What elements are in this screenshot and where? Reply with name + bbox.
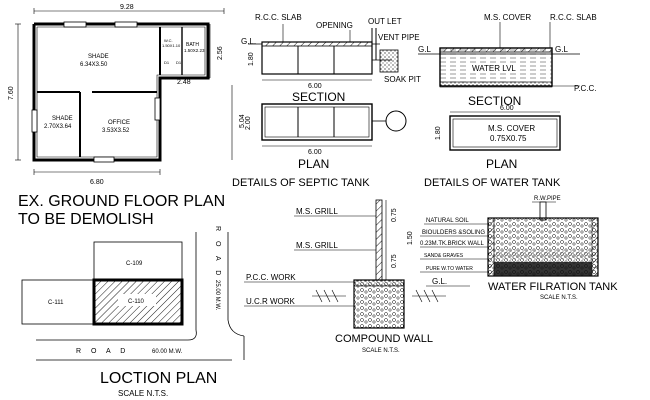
dim-right: 5.04 <box>239 114 246 128</box>
cw-ms-grill-2: M.S. GRILL <box>296 241 338 250</box>
office-size: 3.53X3.52 <box>102 128 130 134</box>
cw-ms-grill-1: M.S. GRILL <box>296 207 338 216</box>
septic-length: 6.00 <box>308 83 322 90</box>
wft-brick-wall: 0.23M.TK.BRICK WALL <box>420 241 484 247</box>
water-tank-section: M.S. COVER R.C.C. SLAB G.L G.L WATER LVL… <box>418 13 597 108</box>
septic-section-label: SECTION <box>292 90 345 104</box>
floor-plan-title-2: TO BE DEMOLISH <box>18 211 154 228</box>
wc-label: W.C. <box>164 38 173 43</box>
dim-top: 9.28 <box>120 4 134 11</box>
dim-left: 7.60 <box>8 86 15 100</box>
wft-scale: SCALE N.T.S. <box>540 295 578 301</box>
septic-tank-section: R.C.C. SLAB OPENING OUT LET VENT PIPE G.… <box>241 13 421 104</box>
cw-dim-b: 1.50 <box>407 231 414 245</box>
septic-plan-width: 2.00 <box>245 116 252 130</box>
wt-section-label: SECTION <box>468 94 521 108</box>
bath-label: BATH <box>186 42 199 48</box>
septic-plan-length: 6.00 <box>308 149 322 156</box>
wft-title: WATER FILRATION TANK <box>488 281 618 293</box>
location-plan: C-109 C-111 C-110 R O A D 25.00 M.W. R O… <box>21 226 245 398</box>
septic-tank-plan: 2.00 6.00 PLAN DETAILS OF SEPTIC TANK <box>232 103 407 189</box>
water-tank-plan: 6.00 1.80 M.S. COVER 0.75X0.75 PLAN DETA… <box>424 105 561 189</box>
cw-scale: SCALE N.T.S. <box>362 348 400 354</box>
wc-size: 1.50X1.10 <box>162 43 181 48</box>
septic-outlet: OUT LET <box>368 17 402 26</box>
wft-gl: G.L. <box>432 277 447 286</box>
septic-plan-label: PLAN <box>298 157 329 171</box>
location-plan-title: LOCTION PLAN <box>100 370 217 387</box>
wt-cover-label: M.S. COVER <box>488 124 535 133</box>
septic-depth: 1.80 <box>248 52 255 66</box>
ground-floor-plan: 9.28 7.60 5.04 2.56 2.48 6.80 SHADE 6.34… <box>8 4 246 186</box>
wt-plan-length: 6.00 <box>500 105 514 112</box>
shade2-size: 2.70X3.64 <box>44 124 72 130</box>
septic-gl: G.L. <box>241 37 256 46</box>
cw-dim-c: 0.75 <box>391 254 398 268</box>
septic-rcc-slab: R.C.C. SLAB <box>255 13 302 22</box>
water-filtration-tank: R.W.PIPE NATURAL SOIL BIOULDERS &SOLING … <box>420 196 618 301</box>
dim-bath-w: 2.48 <box>177 79 191 86</box>
septic-vent-pipe: VENT PIPE <box>378 33 420 42</box>
septic-opening: OPENING <box>316 21 353 30</box>
cw-dim-a: 0.75 <box>391 208 398 222</box>
wt-details-title: DETAILS OF WATER TANK <box>424 177 561 189</box>
floor-plan-title-1: EX. GROUND FLOOR PLAN <box>18 193 225 210</box>
wt-plan-label: PLAN <box>486 157 517 171</box>
road-vertical-width: 25.00 M.W. <box>214 280 220 311</box>
wft-rw-pipe: R.W.PIPE <box>534 196 561 202</box>
road-horizontal-label: R O A D <box>76 348 129 355</box>
plot-c109: C-109 <box>126 261 143 267</box>
door-d1-a: D1 <box>164 60 170 65</box>
bath-size: 1.50X2.23 <box>184 48 205 53</box>
plot-c111: C-111 <box>48 300 64 306</box>
road-vertical-label: R O A D <box>214 226 221 279</box>
shade1-size: 6.34X3.50 <box>80 62 108 68</box>
cw-pcc-work: P.C.C. WORK <box>246 273 296 282</box>
wt-plan-width: 1.80 <box>435 126 442 140</box>
wt-ms-cover: M.S. COVER <box>484 13 531 22</box>
office-label: OFFICE <box>108 120 130 126</box>
wt-rcc-slab: R.C.C. SLAB <box>550 13 597 22</box>
wt-gl-left: G.L <box>418 45 431 54</box>
plot-c110: C-110 <box>128 299 145 305</box>
wt-water-level: WATER LVL <box>472 64 516 73</box>
dim-bath-h: 2.56 <box>217 46 224 60</box>
wft-pure-water: PURE W.TO WATER <box>426 266 473 272</box>
cw-title: COMPOUND WALL <box>335 333 433 345</box>
wt-cover-size: 0.75X0.75 <box>490 134 527 143</box>
compound-wall-detail: M.S. GRILL M.S. GRILL 0.75 1.50 0.75 P.C… <box>244 199 446 354</box>
shade2-label: SHADE <box>52 116 73 122</box>
door-d1-b: D1 <box>176 60 182 65</box>
septic-details-title: DETAILS OF SEPTIC TANK <box>232 177 370 189</box>
dim-bottom: 6.80 <box>90 179 104 186</box>
wt-gl-right: G.L <box>555 45 568 54</box>
road-horizontal-width: 60.00 M.W. <box>152 349 183 355</box>
wft-sand: SAND& GRAVES <box>424 253 464 259</box>
cw-ucr-work: U.C.R WORK <box>246 297 296 306</box>
location-plan-scale: SCALE N.T.S. <box>118 389 168 398</box>
wft-boulders: BIOULDERS &SOLING <box>422 230 485 236</box>
wft-natural-soil: NATURAL SOIL <box>426 218 469 224</box>
wt-pcc: P.C.C. <box>574 84 597 93</box>
shade1-label: SHADE <box>88 54 109 60</box>
septic-soak-pit: SOAK PIT <box>384 75 421 84</box>
